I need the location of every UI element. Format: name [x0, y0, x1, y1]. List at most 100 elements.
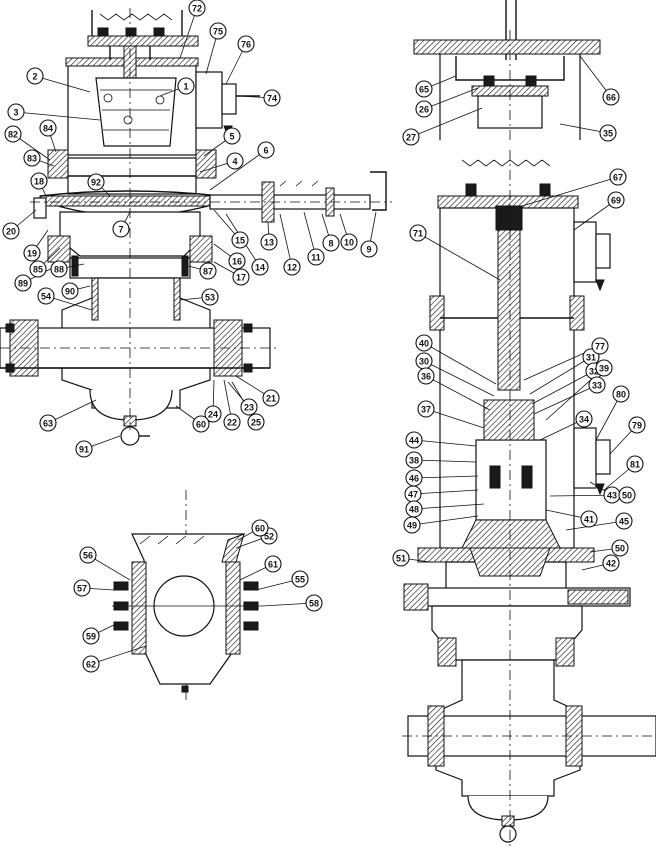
callout-number: 52 [264, 532, 274, 542]
callout-bubble [595, 359, 613, 377]
callout-number: 50 [622, 491, 632, 501]
callout-43: 43 [603, 486, 621, 504]
callout-bubble [611, 539, 629, 557]
callout-47: 47 [404, 485, 422, 503]
callout-number: 87 [203, 267, 213, 277]
callout-bubble [87, 173, 105, 191]
callout-bubble [37, 287, 55, 305]
callout-bubble [226, 152, 244, 170]
leader-line-44 [413, 439, 477, 447]
callout-76: 76 [237, 35, 255, 53]
callout-bubble [199, 262, 217, 280]
callout-number: 31 [586, 353, 596, 363]
callout-number: 22 [227, 418, 237, 428]
callout-54: 54 [37, 287, 55, 305]
callout-number: 76 [241, 40, 251, 50]
callout-3: 3 [7, 103, 25, 121]
callout-number: 75 [213, 27, 223, 37]
callout-24: 24 [204, 405, 222, 423]
callout-number: 85 [33, 265, 43, 275]
callout-37: 37 [417, 400, 435, 418]
callout-81: 81 [626, 455, 644, 473]
callout-bubble [257, 141, 275, 159]
callout-number: 16 [232, 257, 242, 267]
callout-27: 27 [402, 128, 420, 146]
callout-number: 46 [409, 474, 419, 484]
callout-bubble [612, 385, 630, 403]
callout-bubble [4, 125, 22, 143]
callout-75: 75 [209, 22, 227, 40]
callout-6: 6 [257, 141, 275, 159]
callout-number: 11 [311, 253, 321, 263]
callout-number: 50 [615, 544, 625, 554]
callout-74: 74 [263, 89, 281, 107]
callout-50b: 50 [611, 539, 629, 557]
callout-number: 43 [607, 491, 617, 501]
leader-line-6 [209, 149, 267, 191]
callout-bubble [39, 119, 57, 137]
leader-line-2 [34, 75, 91, 93]
callout-bubble [2, 222, 20, 240]
callout-number: 48 [409, 505, 419, 515]
callout-number: 49 [407, 521, 417, 531]
callout-number: 80 [616, 390, 626, 400]
callout-30: 30 [415, 352, 433, 370]
callout-10: 10 [340, 233, 358, 251]
callout-bubble [188, 0, 206, 17]
callout-1: 1 [177, 77, 195, 95]
callout-bubble [251, 519, 269, 537]
callout-80: 80 [612, 385, 630, 403]
callout-number: 71 [413, 229, 423, 239]
callout-bubble [305, 594, 323, 612]
callout-89: 89 [14, 274, 32, 292]
callout-56: 56 [79, 546, 97, 564]
leader-line-31 [529, 356, 592, 395]
callout-number: 60 [255, 524, 265, 534]
callout-17: 17 [232, 268, 250, 286]
callout-bubble [177, 77, 195, 95]
callout-number: 54 [41, 292, 51, 302]
callout-number: 39 [599, 364, 609, 374]
callout-number: 63 [43, 419, 53, 429]
leader-line-45 [565, 520, 625, 531]
leader-line-3 [15, 111, 101, 121]
callout-bubble [264, 555, 282, 573]
leader-line-63 [47, 399, 97, 424]
leader-line-80 [595, 393, 622, 441]
callout-22: 22 [223, 413, 241, 431]
right-top-head [413, 0, 601, 140]
callout-bubble [23, 149, 41, 167]
callout-number: 81 [630, 460, 640, 470]
callout-bubble [204, 405, 222, 423]
callout-bubble [82, 627, 100, 645]
callout-number: 2 [32, 72, 37, 82]
callout-number: 67 [613, 173, 623, 183]
callout-5: 5 [223, 127, 241, 145]
callout-bubble [82, 655, 100, 673]
callout-number: 90 [65, 287, 75, 297]
callout-number: 77 [595, 342, 605, 352]
callout-15: 15 [231, 231, 249, 249]
callout-21: 21 [262, 389, 280, 407]
callout-bubble [73, 579, 91, 597]
callout-60b: 60 [251, 519, 269, 537]
callout-bubble [575, 410, 593, 428]
callout-bubble [628, 416, 646, 434]
callout-number: 65 [419, 85, 429, 95]
callout-number: 21 [266, 394, 276, 404]
callout-number: 37 [421, 405, 431, 415]
callout-bubble [392, 549, 410, 567]
leader-line-30 [423, 360, 495, 397]
callout-number: 47 [408, 490, 418, 500]
callout-number: 6 [263, 146, 268, 156]
callout-number: 4 [232, 157, 237, 167]
callout-number: 57 [77, 584, 87, 594]
callout-20: 20 [2, 222, 20, 240]
callout-number: 5 [229, 132, 234, 142]
leader-line-32 [531, 370, 595, 405]
callout-26: 26 [415, 100, 433, 118]
callout-92: 92 [87, 173, 105, 191]
callout-bubble [626, 455, 644, 473]
leader-line-48 [413, 503, 485, 510]
